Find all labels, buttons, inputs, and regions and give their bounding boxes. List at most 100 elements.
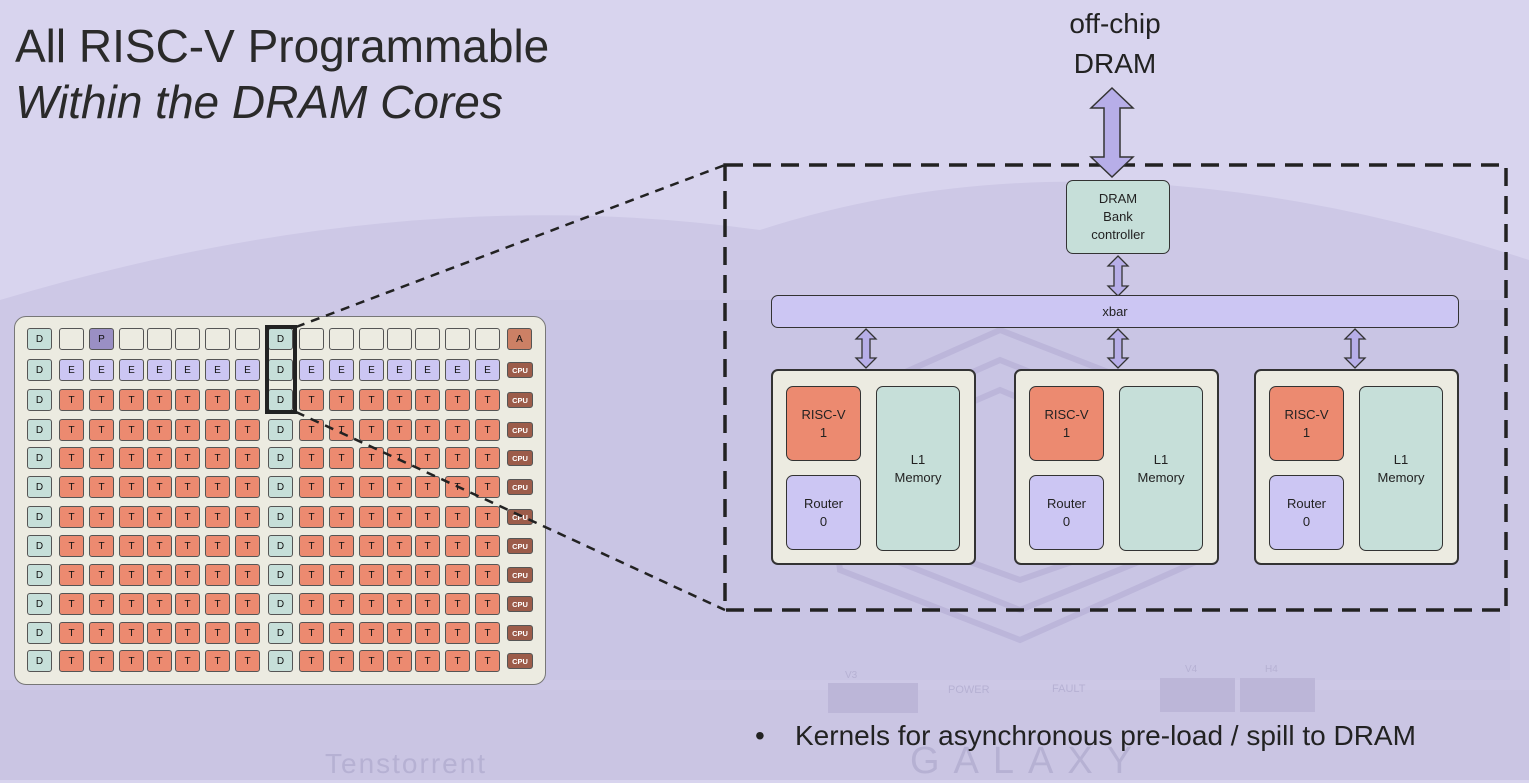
grid-cell-t: T bbox=[235, 650, 260, 672]
grid-cell-t: T bbox=[299, 447, 324, 469]
grid-cell-t: T bbox=[475, 447, 500, 469]
grid-cell-t: T bbox=[475, 476, 500, 498]
v3-label: V3 bbox=[845, 670, 858, 681]
zoom-region-box bbox=[723, 163, 1508, 612]
grid-cell-empty bbox=[445, 328, 470, 350]
risc-v-block-line1: RISC-V bbox=[1044, 406, 1089, 422]
grid-cell-t: T bbox=[205, 622, 230, 644]
grid-cell-t: T bbox=[119, 389, 144, 411]
grid-cell-t: T bbox=[299, 476, 324, 498]
grid-cell-t: T bbox=[119, 650, 144, 672]
grid-cell-t: T bbox=[387, 506, 412, 528]
grid-cell-t: T bbox=[175, 447, 200, 469]
grid-cell-t: T bbox=[89, 419, 114, 441]
grid-cell-t: T bbox=[329, 389, 354, 411]
router-block: Router 0 bbox=[786, 475, 861, 550]
grid-cell-d: D bbox=[27, 389, 52, 411]
grid-cell-d: D bbox=[268, 564, 293, 586]
grid-cell-t: T bbox=[119, 447, 144, 469]
grid-cell-t: T bbox=[475, 622, 500, 644]
grid-cell-t: T bbox=[235, 476, 260, 498]
grid-cell-t: T bbox=[359, 535, 384, 557]
grid-cell-t: T bbox=[205, 447, 230, 469]
grid-cell-cpu: CPU bbox=[507, 596, 533, 612]
bullet-point: •Kernels for asynchronous pre-load / spi… bbox=[755, 720, 1416, 752]
grid-cell-t: T bbox=[147, 535, 172, 557]
grid-cell-t: T bbox=[147, 419, 172, 441]
grid-cell-cpu: CPU bbox=[507, 509, 533, 525]
grid-cell-t: T bbox=[415, 564, 440, 586]
grid-cell-t: T bbox=[175, 593, 200, 615]
grid-cell-t: T bbox=[445, 622, 470, 644]
grid-cell-t: T bbox=[89, 564, 114, 586]
offchip-line2: DRAM bbox=[1073, 48, 1157, 79]
l1-memory-block-line1: L1 bbox=[1393, 451, 1409, 467]
grid-cell-empty bbox=[59, 328, 84, 350]
grid-cell-t: T bbox=[59, 447, 84, 469]
grid-cell-e: E bbox=[299, 359, 324, 381]
offchip-dram-label: off-chip DRAM bbox=[1040, 4, 1190, 84]
grid-cell-t: T bbox=[205, 506, 230, 528]
grid-cell-empty bbox=[415, 328, 440, 350]
grid-cell-t: T bbox=[175, 650, 200, 672]
grid-cell-t: T bbox=[59, 593, 84, 615]
grid-cell-t: T bbox=[205, 650, 230, 672]
l1-memory-block-line1: L1 bbox=[910, 451, 926, 467]
grid-cell-t: T bbox=[445, 419, 470, 441]
grid-cell-t: T bbox=[329, 535, 354, 557]
router-block-line2: 0 bbox=[819, 513, 828, 529]
l1-memory-block-line2: Memory bbox=[894, 469, 942, 485]
grid-cell-t: T bbox=[299, 506, 324, 528]
grid-cell-t: T bbox=[147, 506, 172, 528]
grid-cell-cpu: CPU bbox=[507, 392, 533, 408]
router-block-line2: 0 bbox=[1062, 513, 1071, 529]
grid-cell-t: T bbox=[475, 506, 500, 528]
grid-cell-d: D bbox=[27, 622, 52, 644]
grid-cell-t: T bbox=[147, 564, 172, 586]
grid-cell-p: P bbox=[89, 328, 114, 350]
grid-cell-e: E bbox=[235, 359, 260, 381]
grid-cell-t: T bbox=[147, 593, 172, 615]
grid-cell-t: T bbox=[119, 564, 144, 586]
grid-cell-t: T bbox=[329, 506, 354, 528]
grid-cell-t: T bbox=[445, 535, 470, 557]
grid-cell-t: T bbox=[89, 389, 114, 411]
grid-cell-t: T bbox=[235, 593, 260, 615]
grid-cell-t: T bbox=[205, 535, 230, 557]
zoom-line-top bbox=[295, 163, 726, 329]
grid-cell-t: T bbox=[89, 622, 114, 644]
grid-cell-t: T bbox=[387, 419, 412, 441]
grid-cell-d: D bbox=[27, 650, 52, 672]
grid-cell-t: T bbox=[205, 419, 230, 441]
grid-cell-t: T bbox=[359, 622, 384, 644]
grid-cell-t: T bbox=[89, 506, 114, 528]
router-block-line1: Router bbox=[803, 495, 844, 511]
grid-cell-t: T bbox=[445, 650, 470, 672]
grid-cell-d: D bbox=[27, 328, 52, 350]
grid-cell-t: T bbox=[89, 650, 114, 672]
dram-bank-controller: DRAM Bank controller bbox=[1066, 180, 1170, 254]
grid-cell-t: T bbox=[205, 389, 230, 411]
grid-cell-t: T bbox=[415, 650, 440, 672]
grid-cell-t: T bbox=[175, 419, 200, 441]
zoom-line-bottom bbox=[295, 410, 726, 612]
grid-cell-t: T bbox=[415, 593, 440, 615]
grid-cell-t: T bbox=[387, 535, 412, 557]
risc-v-block-line1: RISC-V bbox=[801, 406, 846, 422]
grid-cell-e: E bbox=[119, 359, 144, 381]
l1-memory-block-line1: L1 bbox=[1153, 451, 1169, 467]
grid-cell-t: T bbox=[475, 650, 500, 672]
grid-cell-e: E bbox=[329, 359, 354, 381]
grid-cell-d: D bbox=[27, 359, 52, 381]
grid-cell-t: T bbox=[89, 476, 114, 498]
grid-cell-cpu: CPU bbox=[507, 567, 533, 583]
controller-line1: DRAM bbox=[1098, 191, 1138, 206]
risc-v-block-line1: RISC-V bbox=[1284, 406, 1329, 422]
grid-cell-t: T bbox=[359, 593, 384, 615]
grid-cell-t: T bbox=[387, 564, 412, 586]
grid-cell-t: T bbox=[147, 389, 172, 411]
